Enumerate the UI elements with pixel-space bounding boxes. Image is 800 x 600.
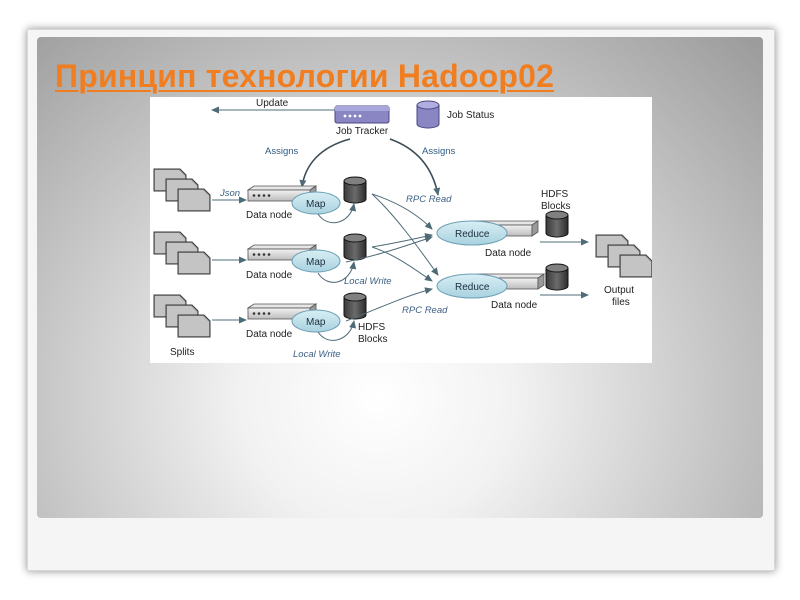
- assigns-left-label: Assigns: [265, 146, 299, 157]
- hdfs-cylinder-1: [343, 176, 367, 204]
- job-tracker-icon: [334, 105, 390, 124]
- data-node-reduce-1-label: Data node: [485, 248, 532, 259]
- local-write-1-label: Local Write: [344, 276, 392, 287]
- reduce-data-nodes: [436, 210, 569, 299]
- data-node-2-label: Data node: [246, 270, 293, 281]
- json-label: Json: [219, 188, 240, 199]
- data-node-1-label: Data node: [246, 210, 293, 221]
- slide-title: Принцип технологии Hadoop02: [55, 58, 555, 94]
- map-1-label: Map: [306, 199, 326, 210]
- output-file-stack: [595, 234, 652, 278]
- split-stack-3: [153, 294, 211, 338]
- hdfs-blocks-top-1: HDFS: [541, 189, 569, 200]
- map-oval-2: [291, 249, 341, 273]
- rpc-read-arrows: [345, 193, 439, 322]
- rpc-read-1-label: RPC Read: [406, 194, 452, 205]
- hdfs-blocks-bottom-1: HDFS: [358, 322, 386, 333]
- assigns-arrows: [299, 138, 441, 196]
- hadoop-diagram: Update Job Tracker Job Status Assigns As…: [150, 97, 652, 363]
- reduce-hdfs-cylinder-1: [545, 210, 569, 238]
- reduce-oval-1: [436, 220, 508, 246]
- map-data-nodes: [246, 185, 341, 333]
- local-write-2-label: Local Write: [293, 349, 341, 360]
- update-label: Update: [256, 98, 289, 109]
- assigns-right-label: Assigns: [422, 146, 456, 157]
- hdfs-cylinder-2: [343, 233, 367, 261]
- output-label-1: Output: [604, 285, 634, 296]
- split-file-stacks: [153, 168, 211, 338]
- job-status-label: Job Status: [447, 110, 494, 121]
- data-node-3-label: Data node: [246, 329, 293, 340]
- split-stack-2: [153, 231, 211, 275]
- reduce-1-label: Reduce: [455, 229, 490, 240]
- reduce-hdfs-cylinder-2: [545, 263, 569, 291]
- output-files-icon: [595, 234, 652, 278]
- map-2-label: Map: [306, 257, 326, 268]
- hdfs-blocks-bottom-2: Blocks: [358, 334, 387, 345]
- rpc-read-2-label: RPC Read: [402, 305, 448, 316]
- local-write-arrows: [317, 203, 357, 341]
- map-oval-3: [291, 309, 341, 333]
- map-hdfs-cylinders: [343, 176, 367, 320]
- hdfs-blocks-top-2: Blocks: [541, 201, 570, 212]
- split-stack-1: [153, 168, 211, 212]
- map-3-label: Map: [306, 317, 326, 328]
- output-label-2: files: [612, 297, 630, 308]
- map-oval-1: [291, 191, 341, 215]
- hdfs-cylinder-3: [343, 292, 367, 320]
- job-status-database-icon: [416, 100, 440, 129]
- job-tracker-label: Job Tracker: [336, 126, 389, 137]
- reduce-2-label: Reduce: [455, 282, 490, 293]
- reduce-oval-2: [436, 273, 508, 299]
- splits-label: Splits: [170, 347, 194, 358]
- data-node-reduce-2-label: Data node: [491, 300, 538, 311]
